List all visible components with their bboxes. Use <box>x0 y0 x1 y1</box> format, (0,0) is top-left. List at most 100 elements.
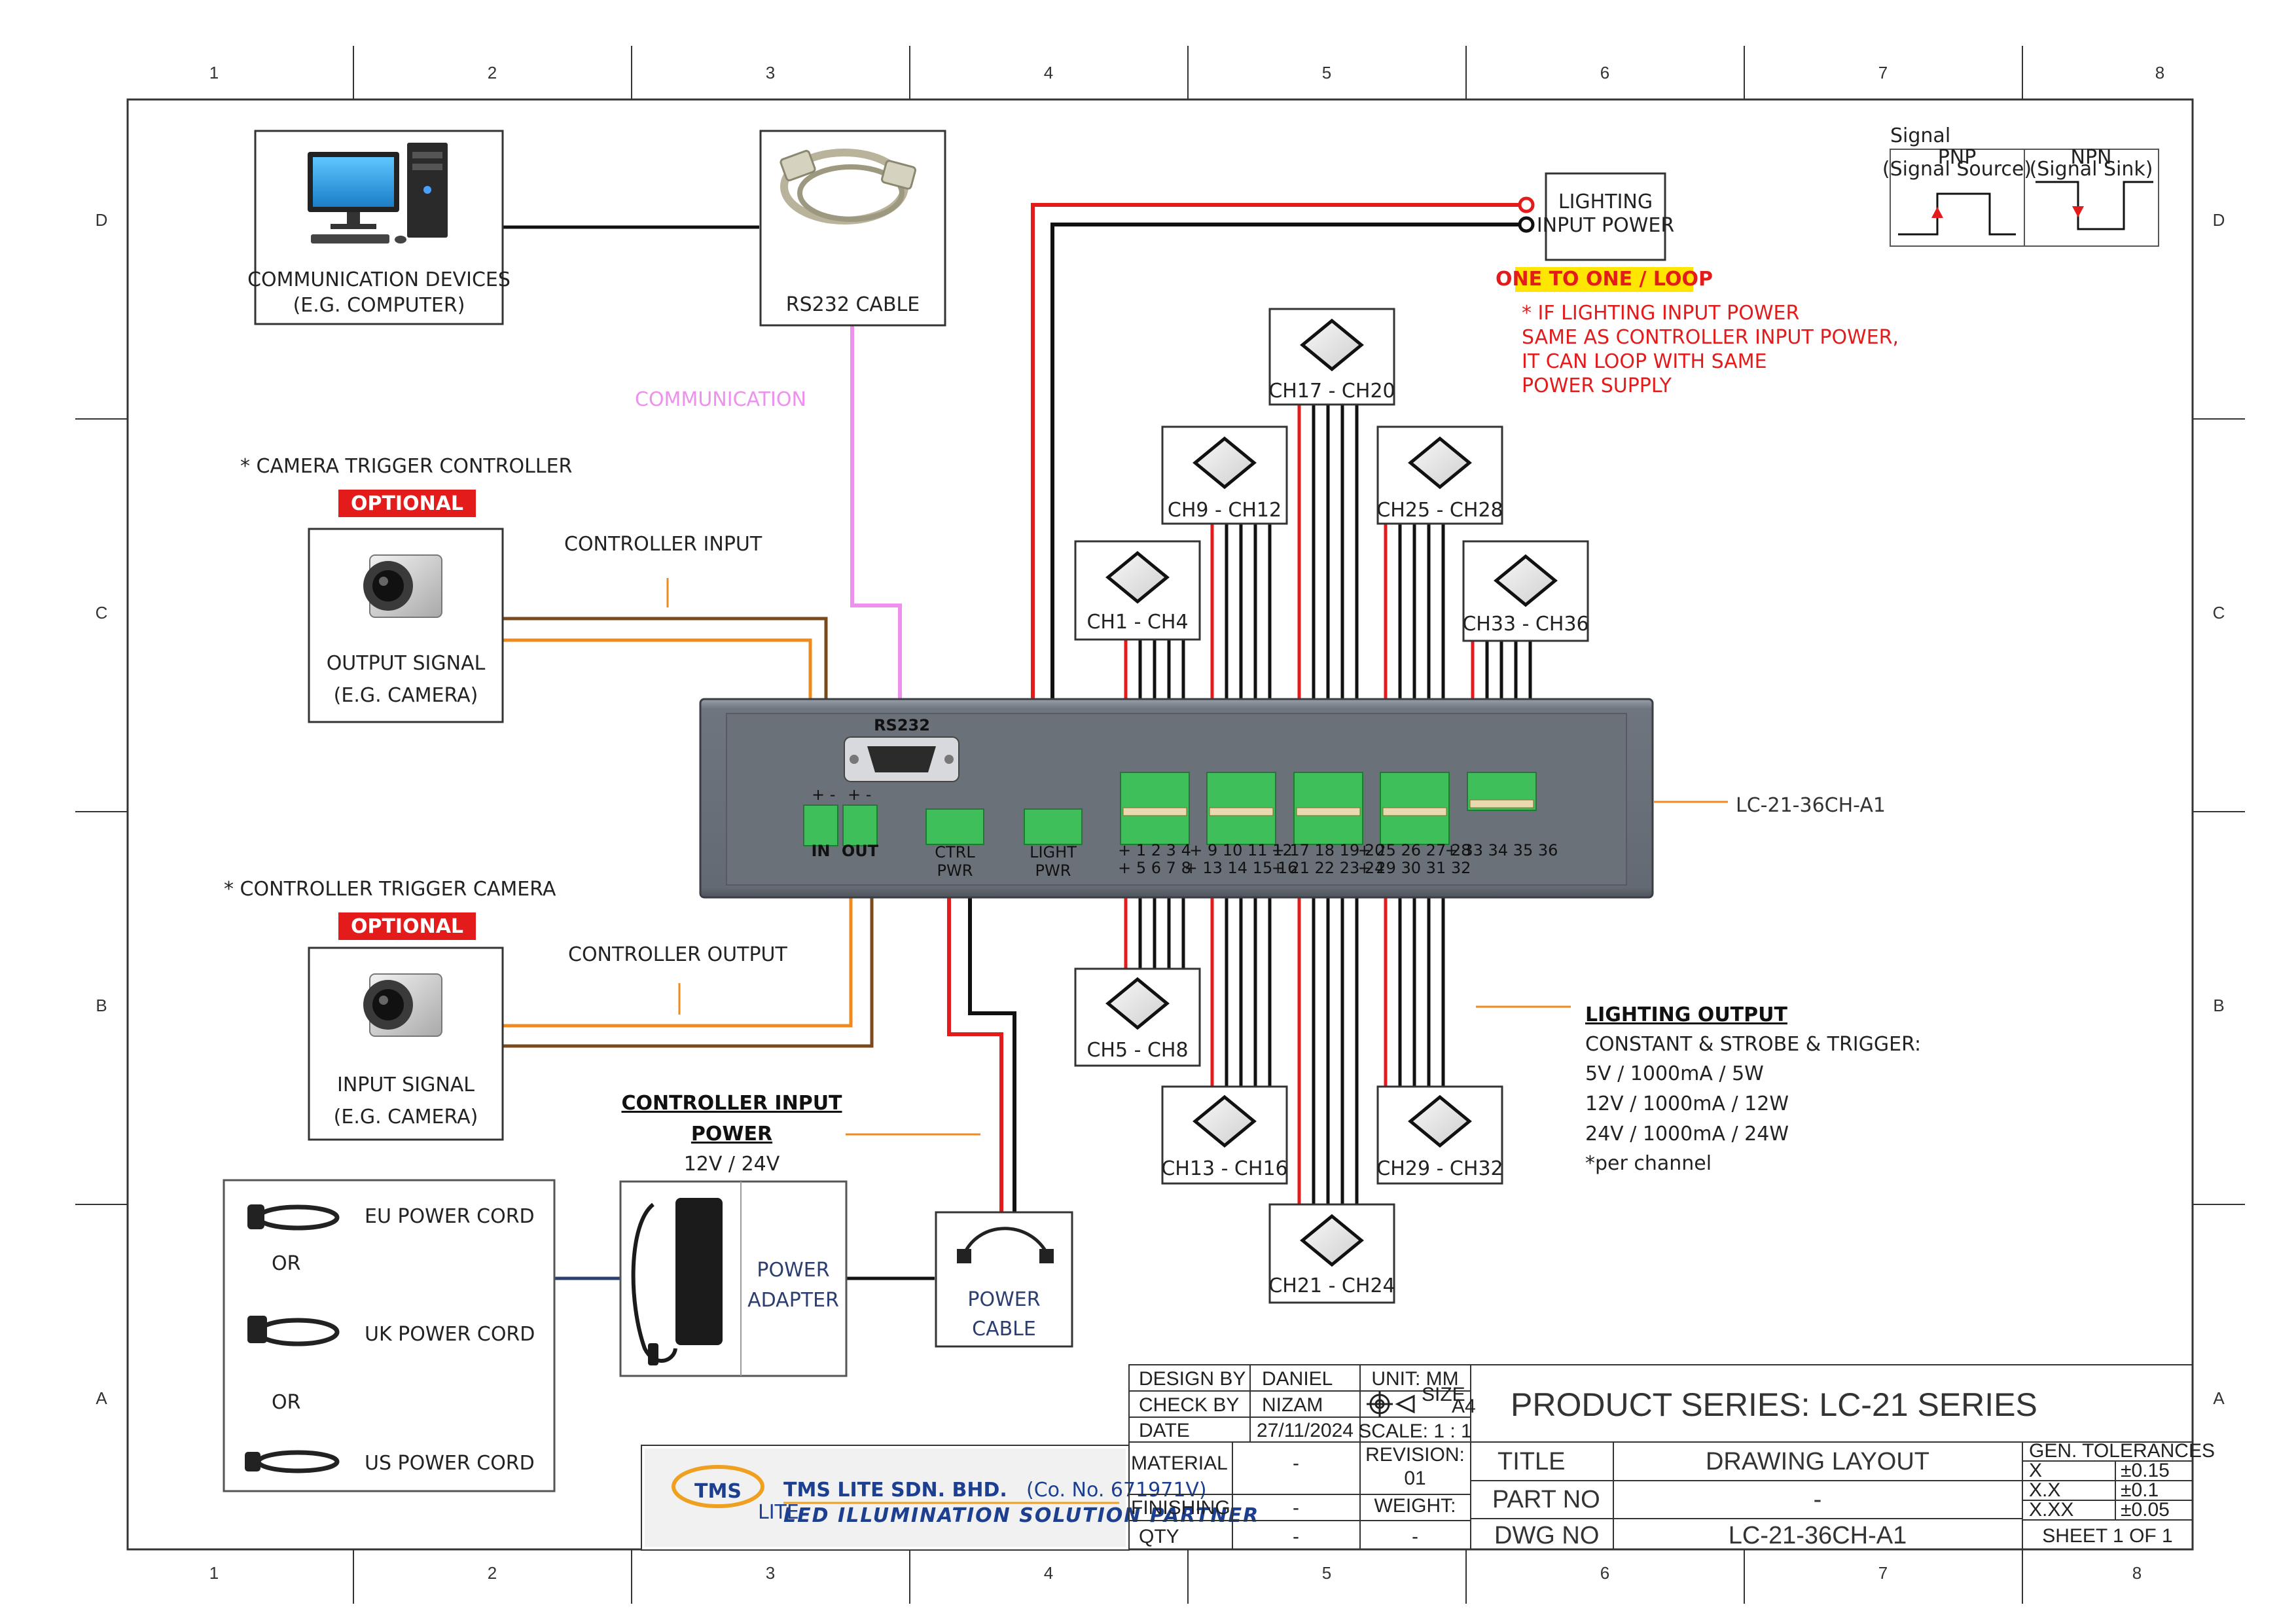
led-light-icon <box>1494 554 1558 607</box>
npn-arrow-icon <box>2072 206 2084 217</box>
terminal-row-3-bottom: + 21 22 23 24 <box>1272 859 1385 877</box>
led-light-icon <box>1193 1094 1257 1148</box>
light-pwr-label-1: LIGHT <box>1030 843 1077 861</box>
terminal-row-4-top: + 25 26 27 28 <box>1358 841 1471 859</box>
ctrl-pwr-terminal <box>925 808 984 845</box>
computer-label-2: (E.G. COMPUTER) <box>293 294 465 317</box>
pnp-arrow-icon <box>1931 207 1943 218</box>
revision-label: REVISION: <box>1365 1444 1465 1466</box>
terminal-row-2-bottom: + 13 14 15 16 <box>1185 859 1298 877</box>
grid-col-2-bottom: 2 <box>488 1563 497 1583</box>
input-signal-label-2: (E.G. CAMERA) <box>334 1106 478 1128</box>
logo-text: TMS <box>694 1480 742 1503</box>
light-ch21-label: CH21 - CH24 <box>1268 1274 1395 1297</box>
grid-row-d-right: D <box>2213 210 2225 230</box>
led-light-icon <box>1105 977 1170 1030</box>
rs232-cable-icon <box>780 149 916 225</box>
wire-light-pwr-red <box>1031 203 1518 812</box>
tolerance-value-2: ±0.1 <box>2121 1479 2159 1501</box>
date-value: 27/11/2024 <box>1257 1420 1354 1441</box>
led-light-icon <box>1408 1094 1472 1148</box>
grid-col-3-top: 3 <box>766 63 775 82</box>
controller-input-power-line-2: POWER <box>691 1123 772 1146</box>
in-out-terminals: + - + - IN OUT <box>803 785 879 860</box>
light-ch13-ch16: CH13 - CH16 <box>1161 1085 1288 1185</box>
check-by-label: CHECK BY <box>1139 1394 1239 1416</box>
grid-col-8-top: 8 <box>2155 63 2164 82</box>
led-light-icon <box>1193 436 1257 490</box>
light-input-neg-terminal <box>1518 216 1535 233</box>
light-ch25-ch28: CH25 - CH28 <box>1376 425 1503 525</box>
grid-col-7-top: 7 <box>1878 63 1888 82</box>
wire-communication <box>850 325 902 740</box>
out-polarity: + - <box>848 785 871 804</box>
light-ch9-ch12: CH9 - CH12 <box>1161 425 1288 525</box>
tolerance-key-1: X <box>2029 1460 2042 1481</box>
controller-input-power-label: CONTROLLER INPUT POWER 12V / 24V <box>621 1092 842 1176</box>
ctrl-pwr-label-1: CTRL <box>935 843 975 861</box>
pnp-waveform <box>1898 192 2016 236</box>
scale-value: SCALE: 1 : 1 <box>1358 1420 1471 1442</box>
light-input-pos-terminal <box>1518 196 1535 213</box>
npn-label-1: NPN <box>2071 146 2112 169</box>
company-tagline: LED ILLUMINATION SOLUTION PARTNER <box>783 1504 1259 1527</box>
rs232-cable-label: RS232 CABLE <box>786 293 920 316</box>
title-block-text: DESIGN BY DANIEL CHECK BY NIZAM DATE 27/… <box>1131 1368 2215 1549</box>
company-name: TMS LITE SDN. BHD. <box>783 1479 1007 1502</box>
light-ch9-label: CH9 - CH12 <box>1168 499 1282 522</box>
output-signal-label-1: OUTPUT SIGNAL <box>327 652 486 675</box>
rs232-port: RS232 <box>844 716 960 782</box>
terminal-row-1-bottom: + 5 6 7 8 <box>1118 859 1191 877</box>
light-ch17-label: CH17 - CH20 <box>1268 380 1395 403</box>
grid-col-5-bottom: 5 <box>1322 1563 1331 1583</box>
finishing-label: FINISHING <box>1131 1497 1230 1519</box>
title-value: DRAWING LAYOUT <box>1706 1448 1929 1475</box>
camera-trigger-controller: * CAMERA TRIGGER CONTROLLER OPTIONAL OUT… <box>240 455 762 723</box>
light-ch25-label: CH25 - CH28 <box>1376 499 1503 522</box>
computer-label-1: COMMUNICATION DEVICES <box>247 268 511 291</box>
out-terminal <box>842 804 878 846</box>
optional-badge-1-text: OPTIONAL <box>351 492 463 515</box>
grid-row-c-right: C <box>2213 603 2225 623</box>
material-label: MATERIAL <box>1131 1453 1228 1474</box>
tolerance-value-3: ±0.05 <box>2121 1499 2170 1521</box>
model-label: LC-21-36CH-A1 <box>1736 794 1886 817</box>
part-no-value: - <box>1814 1486 1822 1513</box>
lighting-input-power: LIGHTING INPUT POWER ONE TO ONE / LOOP *… <box>1496 172 1899 397</box>
loop-note-3: IT CAN LOOP WITH SAME <box>1522 350 1767 373</box>
computer-icon <box>308 143 448 244</box>
grid-col-7-bottom: 7 <box>1878 1563 1888 1583</box>
check-by-value: NIZAM <box>1262 1394 1323 1416</box>
controller-trigger-camera: * CONTROLLER TRIGGER CAMERA OPTIONAL INP… <box>224 878 787 1141</box>
signal-legend-title: Signal <box>1890 124 1950 147</box>
company-logo-box: TMS LITE TMS LITE SDN. BHD. (Co. No. 671… <box>641 1445 1259 1551</box>
logo-sub: LITE <box>758 1501 799 1524</box>
power-adapter-label-1: POWER <box>757 1259 829 1282</box>
power-cable-label-2: CABLE <box>972 1318 1036 1341</box>
grid-col-1-bottom: 1 <box>209 1563 219 1583</box>
lighting-input-power-label-1: LIGHTING <box>1558 190 1653 213</box>
qty-value: - <box>1293 1526 1299 1547</box>
rs232-port-label: RS232 <box>874 716 930 734</box>
qty-label: QTY <box>1139 1526 1179 1547</box>
sheet-value: SHEET 1 OF 1 <box>2042 1525 2173 1547</box>
led-light-icon <box>1300 318 1364 372</box>
pnp-label-1: PNP <box>1938 146 1977 169</box>
power-cable-label-1: POWER <box>967 1288 1040 1311</box>
terminal-row-1-top: + 1 2 3 4 <box>1118 841 1191 859</box>
grid-row-b-left: B <box>96 996 107 1015</box>
controller-trigger-camera-label: * CONTROLLER TRIGGER CAMERA <box>224 878 556 901</box>
finishing-value: - <box>1293 1497 1299 1519</box>
controller-input-label: CONTROLLER INPUT <box>564 533 762 556</box>
size-value: A4 <box>1452 1396 1476 1417</box>
size-label: SIZE <box>1422 1384 1465 1405</box>
lighting-output-line-4: 24V / 1000mA / 24W <box>1585 1123 1789 1146</box>
uk-power-cord-label: UK POWER CORD <box>365 1323 535 1346</box>
power-adapter-label-2: ADAPTER <box>747 1289 839 1312</box>
optional-badge-2 <box>338 912 476 940</box>
input-signal-label-1: INPUT SIGNAL <box>337 1074 475 1096</box>
weight-label: WEIGHT: <box>1374 1495 1456 1517</box>
led-light-icon <box>1300 1214 1364 1267</box>
light-ch13-label: CH13 - CH16 <box>1161 1157 1287 1180</box>
